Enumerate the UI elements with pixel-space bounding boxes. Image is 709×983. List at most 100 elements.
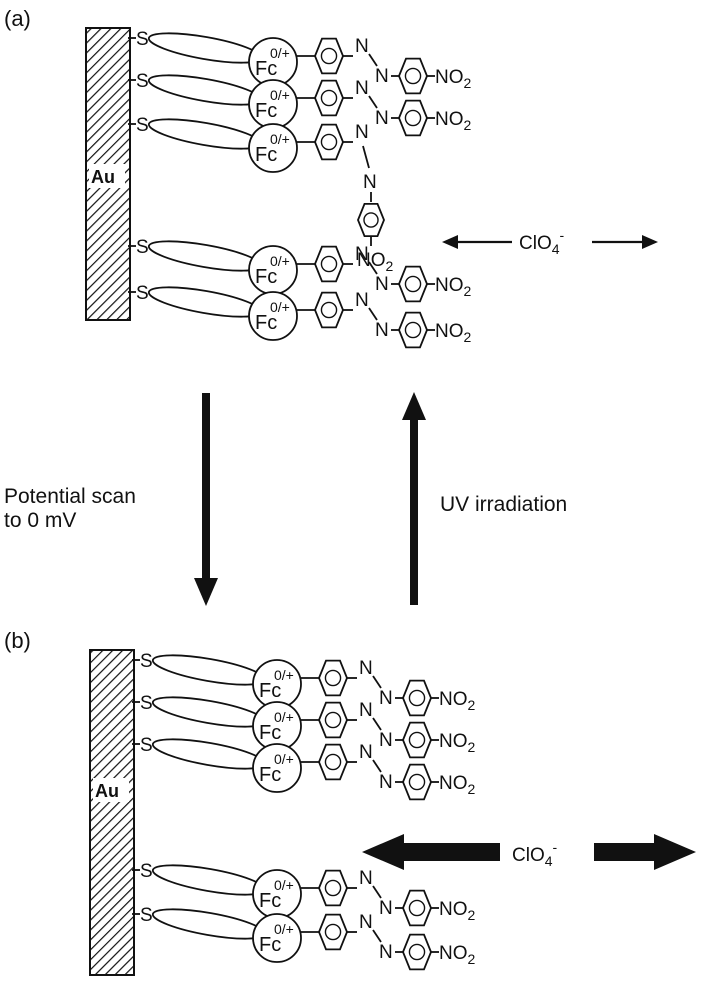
azo-nitrogen: N [375, 66, 389, 87]
sulfur-atom: S [140, 735, 153, 756]
uv-arrow-head [402, 392, 426, 420]
nitrophenyl-ring [398, 99, 428, 137]
azo-nitrogen: N [359, 658, 373, 679]
sulfur-atom: S [136, 237, 149, 258]
azo-nitrogen: N [379, 772, 393, 793]
phenyl-ring-aromatic [320, 255, 338, 273]
ferrocene-label: Fc [255, 144, 277, 166]
nitro-group: NO2 [435, 67, 472, 91]
perchlorate-label-a: ClO4- [519, 227, 565, 257]
phenyl-ring-aromatic [320, 133, 338, 151]
ferrocene-label: Fc [259, 764, 281, 786]
nitrophenyl-ring-aromatic [363, 212, 379, 228]
alkyl-chain [147, 240, 263, 272]
phenyl-ring [318, 869, 348, 907]
ferrocene-label: Fc [259, 722, 281, 744]
gold-electrode-b [89, 649, 135, 976]
phenyl-ring-aromatic [324, 923, 342, 941]
nitrophenyl-ring-aromatic [404, 67, 422, 85]
phenyl-ring-aromatic [324, 669, 342, 687]
ferrocene-circle [248, 123, 298, 173]
panel-b-label: (b) [4, 628, 31, 653]
ferrocene-charge: 0/+ [270, 45, 290, 61]
phenyl-ring [318, 913, 348, 951]
alkyl-chain [147, 118, 263, 150]
nitrophenyl-ring [402, 721, 432, 759]
azo-bond [368, 53, 378, 67]
alkyl-chain [147, 74, 263, 106]
phenyl-ring-aromatic [320, 89, 338, 107]
phenyl-ring [314, 37, 344, 75]
nitro-group: NO2 [439, 899, 476, 923]
nitrophenyl-ring-aromatic [408, 689, 426, 707]
nitro-group: NO2 [439, 731, 476, 755]
nitrophenyl-ring [402, 933, 432, 971]
phenyl-ring-aromatic [324, 753, 342, 771]
nitro-group: NO2 [435, 109, 472, 133]
azo-nitrogen: N [363, 172, 377, 193]
nitrophenyl-ring [398, 57, 428, 95]
azo-nitrogen: N [359, 868, 373, 889]
sulfur-atom: S [136, 283, 149, 304]
anion-arrow-left-head-a [442, 235, 458, 249]
phenyl-ring [314, 123, 344, 161]
nitrophenyl-ring [357, 202, 385, 238]
ferrocene-charge: 0/+ [270, 299, 290, 315]
nitro-group: NO2 [439, 943, 476, 967]
azo-bond [372, 717, 382, 731]
perchlorate-label-b: ClO4- [512, 839, 558, 869]
ferrocene-charge: 0/+ [270, 253, 290, 269]
nitrophenyl-ring-aromatic [404, 321, 422, 339]
ferrocene-charge: 0/+ [274, 751, 294, 767]
ferrocene-label: Fc [255, 58, 277, 80]
ferrocene-label: Fc [255, 266, 277, 288]
nitrophenyl-ring [402, 889, 432, 927]
nitro-group: NO2 [435, 275, 472, 299]
phenyl-ring-aromatic [324, 711, 342, 729]
electrode-label-b: Au [95, 781, 119, 801]
potential-scan-label-line1: Potential scan [4, 485, 136, 508]
ferrocene-label: Fc [255, 312, 277, 334]
azo-nitrogen: N [359, 700, 373, 721]
azo-nitrogen: N [379, 688, 393, 709]
azo-nitrogen: N [375, 108, 389, 129]
ferrocene-charge: 0/+ [270, 131, 290, 147]
anion-arrow-right-b [594, 834, 696, 870]
ferrocene-label: Fc [259, 890, 281, 912]
azo-bond [372, 929, 382, 943]
ferrocene-circle [252, 913, 302, 963]
sulfur-atom: S [140, 651, 153, 672]
nitrophenyl-ring-aromatic [408, 731, 426, 749]
ferrocene-label: Fc [259, 934, 281, 956]
nitrophenyl-ring-aromatic [408, 773, 426, 791]
nitrophenyl-ring [402, 763, 432, 801]
nitrophenyl-ring [398, 265, 428, 303]
ferrocene-charge: 0/+ [274, 667, 294, 683]
panel-a-label: (a) [4, 6, 31, 31]
azo-nitrogen: N [359, 742, 373, 763]
sulfur-atom: S [136, 115, 149, 136]
sulfur-atom: S [136, 29, 149, 50]
nitro-group: NO2 [439, 689, 476, 713]
alkyl-chain [151, 738, 267, 770]
alkyl-chain [151, 908, 267, 940]
azo-nitrogen: N [355, 36, 369, 57]
ferrocene-charge: 0/+ [274, 921, 294, 937]
uv-irradiation-label: UV irradiation [440, 493, 567, 516]
azo-nitrogen: N [355, 78, 369, 99]
nitrophenyl-ring [398, 311, 428, 349]
electrode-label-a: Au [91, 167, 115, 187]
sulfur-atom: S [140, 693, 153, 714]
ferrocene-circle [248, 291, 298, 341]
nitrophenyl-ring-aromatic [408, 943, 426, 961]
azo-bond [368, 261, 378, 275]
azo-nitrogen: N [379, 942, 393, 963]
azo-nitrogen: N [379, 898, 393, 919]
electrode-label-bg-b [93, 778, 129, 802]
azo-nitrogen: N [355, 290, 369, 311]
azo-bond [362, 145, 370, 169]
azo-bond [368, 95, 378, 109]
alkyl-chain [151, 654, 267, 686]
phenyl-ring-aromatic [324, 879, 342, 897]
